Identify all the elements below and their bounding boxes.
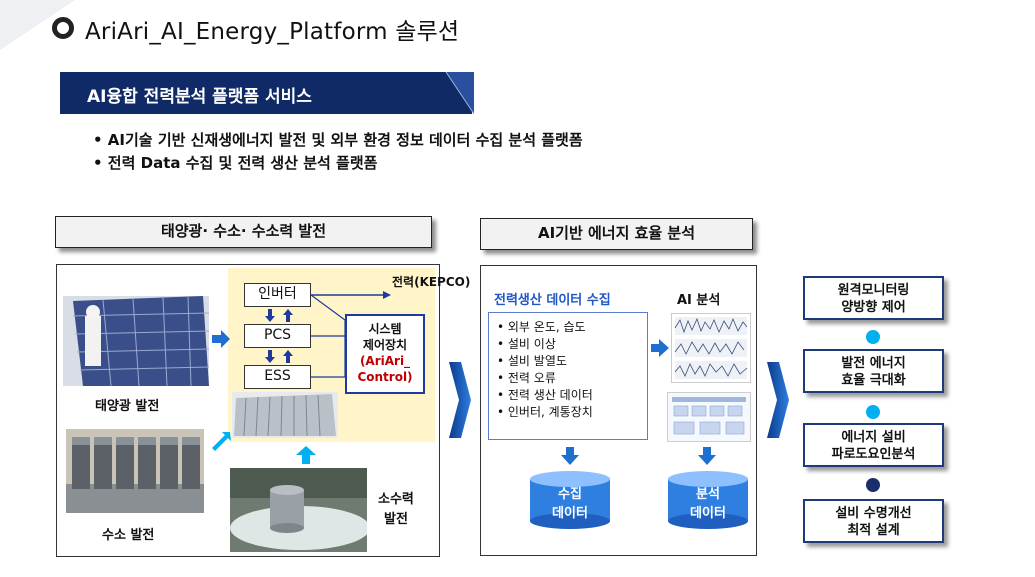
analysis-header: AI기반 에너지 효율 분석: [480, 218, 753, 250]
kepco-label: 전력(KEPCO): [392, 275, 471, 289]
collect-down-arrow-icon: [561, 447, 579, 465]
collect-item: • 인버터, 계통장치: [497, 405, 593, 419]
collect-title: 전력생산 데이터 수집: [494, 293, 611, 308]
outcome-4-line-1: 설비 수명개선: [835, 506, 912, 521]
hydro-up-arrow-icon: [296, 446, 316, 464]
service-banner: AI융합 전력분석 플랫폼 서비스: [60, 72, 472, 114]
ess-box: ESS: [244, 365, 311, 389]
hydro-label-1: 소수력: [378, 492, 414, 507]
inverter-box: 인버터: [244, 283, 311, 307]
ess-rack-photo: [232, 392, 338, 438]
db2-line-2: 데이터: [690, 506, 726, 521]
banner-fold-icon: [445, 72, 474, 114]
analysis-data-label: 분석 데이터: [668, 485, 748, 523]
collect-item: • 전력 생산 데이터: [497, 388, 593, 402]
outcome-2-line-1: 발전 에너지: [841, 356, 906, 371]
pcs-ess-arrows-icon: [265, 350, 293, 363]
inverter-pcs-arrows-icon: [265, 309, 293, 322]
feature-bullets: • AI기술 기반 신재생에너지 발전 및 외부 환경 정보 데이터 수집 분석…: [93, 129, 583, 175]
connector-dot-icon: [866, 405, 880, 419]
hydro-photo: [230, 468, 367, 552]
outcome-1-line-1: 원격모니터링: [837, 283, 910, 298]
db1-line-2: 데이터: [552, 506, 588, 521]
hydrogen-photo: [66, 429, 204, 513]
hydro-label-2: 발전: [384, 512, 408, 527]
outcome-1-line-2: 양방향 제어: [841, 300, 906, 315]
hydrogen-label: 수소 발전: [102, 528, 155, 543]
hydrogen-arrow-icon: [212, 432, 231, 451]
collect-item: • 설비 발열도: [497, 354, 567, 368]
db1-line-1: 수집: [558, 487, 582, 502]
connector-dot-icon: [866, 478, 880, 492]
control-line-4: Control): [357, 370, 413, 384]
db2-line-1: 분석: [696, 487, 720, 502]
collect-item: • 외부 온도, 습도: [497, 320, 586, 334]
title-bullet-icon: [52, 17, 74, 39]
control-line-2: 제어장치: [362, 338, 408, 352]
outcome-3-line-2: 파로도요인분석: [831, 447, 916, 462]
outcome-2-line-2: 효율 극대화: [841, 373, 906, 388]
ai-diagram-thumbnail: [667, 392, 751, 442]
pcs-box: PCS: [244, 324, 311, 348]
collect-to-ai-arrow-icon: [651, 339, 669, 357]
ai-chart-thumbnail: [671, 313, 751, 383]
solar-label: 태양광 발전: [95, 399, 160, 414]
outcome-box-2: 발전 에너지 효율 극대화: [803, 349, 944, 393]
outcome-4-line-2: 최적 설계: [847, 523, 900, 538]
outcome-box-3: 에너지 설비 파로도요인분석: [803, 423, 944, 467]
outcome-box-4: 설비 수명개선 최적 설계: [803, 499, 944, 543]
page-title: AriAri_AI_Energy_Platform 솔루션: [85, 19, 460, 45]
analysis-down-arrow-icon: [698, 447, 716, 465]
connector-dot-icon: [866, 330, 880, 344]
collect-item: • 설비 이상: [497, 337, 556, 351]
collected-data-cylinder-icon: [530, 471, 610, 529]
collect-list: • 외부 온도, 습도 • 설비 이상 • 설비 발열도 • 전력 오류 • 전…: [488, 312, 648, 440]
control-line-3: (AriAri_: [359, 354, 411, 368]
collect-item: • 전력 오류: [497, 371, 556, 385]
outcome-3-line-1: 에너지 설비: [841, 430, 906, 445]
solar-arrow-icon: [212, 330, 230, 348]
flow-arrow-1-icon: [449, 362, 471, 438]
analysis-data-cylinder-icon: [668, 471, 748, 529]
flow-arrow-2-icon: [767, 362, 789, 438]
solar-photo: [63, 296, 209, 386]
control-line-1: 시스템: [368, 322, 402, 336]
outcome-box-1: 원격모니터링 양방향 제어: [803, 276, 944, 320]
bullet-1: • AI기술 기반 신재생에너지 발전 및 외부 환경 정보 데이터 수집 분석…: [93, 131, 583, 149]
collected-data-label: 수집 데이터: [530, 485, 610, 523]
system-control-box: 시스템 제어장치 (AriAri_ Control): [345, 314, 425, 394]
generation-header: 태양광· 수소· 수소력 발전: [55, 216, 432, 248]
ai-analysis-title: AI 분석: [677, 293, 721, 308]
bullet-2: • 전력 Data 수집 및 전력 생산 분석 플랫폼: [93, 154, 378, 172]
